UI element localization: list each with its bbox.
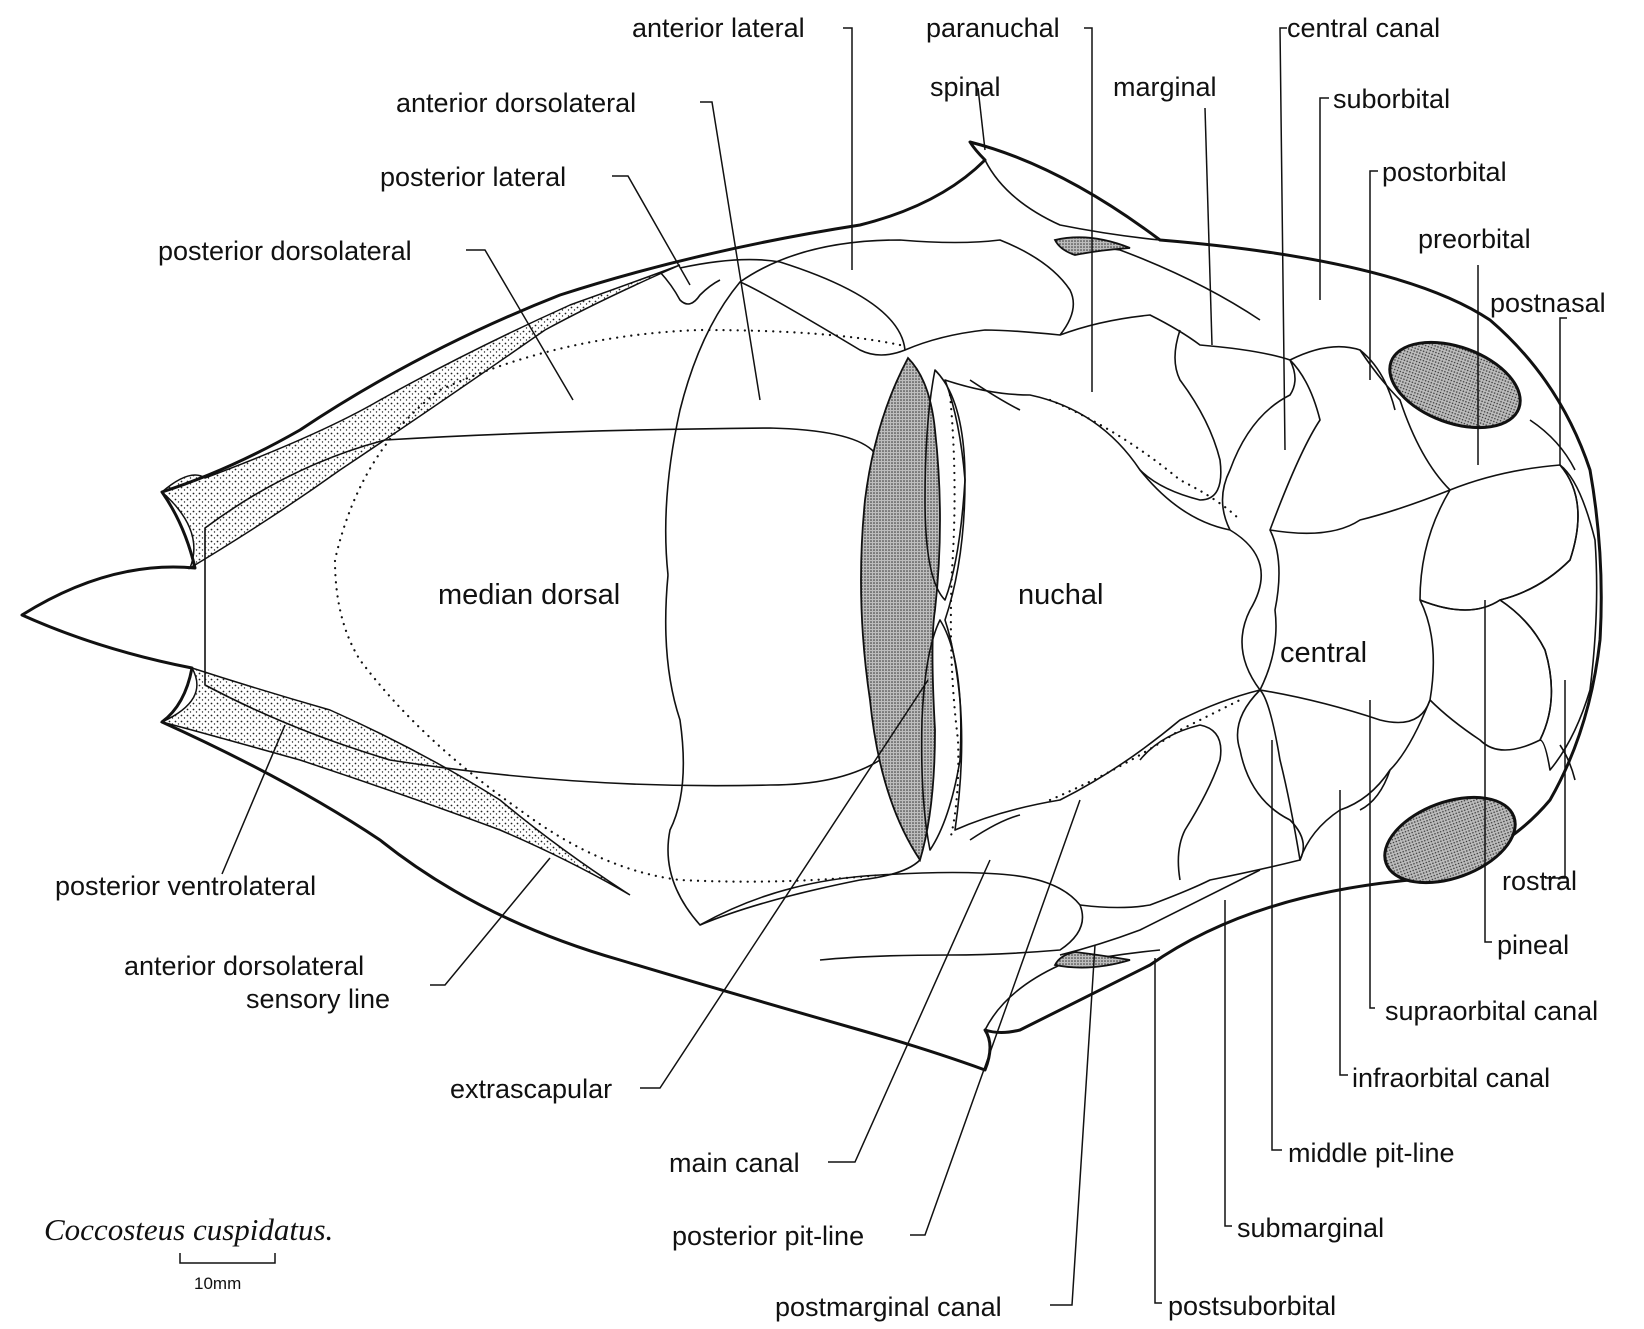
callout-suborbital: suborbital — [1333, 84, 1450, 114]
postsuborbital-lower — [1059, 869, 1261, 956]
callout-middle-pit-line: middle pit-line — [1288, 1138, 1455, 1168]
callout-main-canal: main canal — [669, 1148, 800, 1178]
callout-extrascapular: extrascapular — [450, 1074, 612, 1104]
paranuchal-plate-lower — [1079, 689, 1305, 909]
upper-orbit — [1388, 340, 1522, 430]
extrascapular-lobe-upper — [924, 369, 966, 601]
main-canal-dots — [948, 393, 960, 842]
plate-label-nuchal: nuchal — [1018, 579, 1103, 611]
posterior-ventrolateral-stipple-lower — [159, 666, 631, 896]
callout-pineal: pineal — [1497, 930, 1569, 960]
callout-postsuborbital: postsuborbital — [1168, 1291, 1336, 1321]
postnasal-upper — [1529, 419, 1576, 471]
anterior-lateral-plate-lower — [699, 871, 1084, 961]
callout-posterior-pit-line: posterior pit-line — [672, 1221, 864, 1251]
callout-spinal: spinal — [930, 72, 1001, 102]
armour-outline — [20, 140, 1603, 1072]
callout-posterior-dorsolateral: posterior dorsolateral — [158, 236, 412, 266]
middle-pit-line-lower — [969, 814, 1021, 841]
posterior-dorsolateral-stipple-upper — [160, 264, 681, 570]
callout-rostral: rostral — [1502, 866, 1577, 896]
preorbital-plate — [1419, 464, 1579, 611]
anterior-dorsolateral-plate-lower — [664, 574, 921, 926]
leader-lines — [221, 27, 1567, 1306]
scale-bar-label: 10mm — [194, 1274, 241, 1293]
central-inner-boundary-lower — [1259, 689, 1431, 724]
callout-adl-sensory-line-1: anterior dorsolateral — [124, 951, 364, 981]
lower-orbit — [1383, 795, 1517, 885]
callout-anterior-dorsolateral: anterior dorsolateral — [396, 88, 636, 118]
posterior-pit-line-dots-lower — [1048, 698, 1242, 802]
callout-anterior-lateral: anterior lateral — [632, 13, 805, 43]
species-caption: Coccosteus cuspidatus. — [44, 1212, 333, 1247]
extrascapular-band — [860, 356, 941, 863]
callout-supraorbital-canal: supraorbital canal — [1385, 996, 1598, 1026]
anterior-lateral-plate-upper — [739, 239, 1075, 351]
callout-postorbital: postorbital — [1382, 157, 1507, 187]
callout-posterior-ventrolateral: posterior ventrolateral — [55, 871, 316, 901]
callout-submarginal: submarginal — [1237, 1213, 1384, 1243]
callout-marginal: marginal — [1113, 72, 1217, 102]
callout-adl-sensory-line-2: sensory line — [246, 984, 390, 1014]
central-inner-boundary — [1269, 489, 1451, 535]
postnasal-lower — [1559, 744, 1576, 781]
plate-label-median-dorsal: median dorsal — [438, 579, 620, 611]
posterior-lateral-plate — [659, 271, 721, 305]
callout-infraorbital-canal: infraorbital canal — [1352, 1063, 1550, 1093]
scale-bar — [179, 1253, 276, 1264]
callout-postnasal: postnasal — [1490, 288, 1606, 318]
posterior-pit-line-dots-upper — [1048, 398, 1242, 522]
postorbital-boundary-upper — [1359, 349, 1396, 411]
marginal-plate-upper — [1139, 329, 1222, 501]
central-plate — [1259, 345, 1451, 861]
spinal-plate-upper — [984, 159, 1161, 241]
middle-pit-line-upper — [969, 379, 1021, 411]
callout-preorbital: preorbital — [1418, 224, 1531, 254]
callout-paranuchal: paranuchal — [926, 13, 1060, 43]
rostral-plate — [1499, 464, 1598, 771]
plate-label-central: central — [1280, 637, 1367, 669]
callout-posterior-lateral: posterior lateral — [380, 162, 566, 192]
spinal-dark-lower — [1053, 951, 1131, 969]
callout-central-canal: central canal — [1287, 13, 1440, 43]
callout-postmarginal-canal: postmarginal canal — [775, 1292, 1002, 1322]
postorbital-boundary-lower — [1359, 769, 1391, 811]
anterior-dorsolateral-plate-upper — [664, 258, 906, 576]
